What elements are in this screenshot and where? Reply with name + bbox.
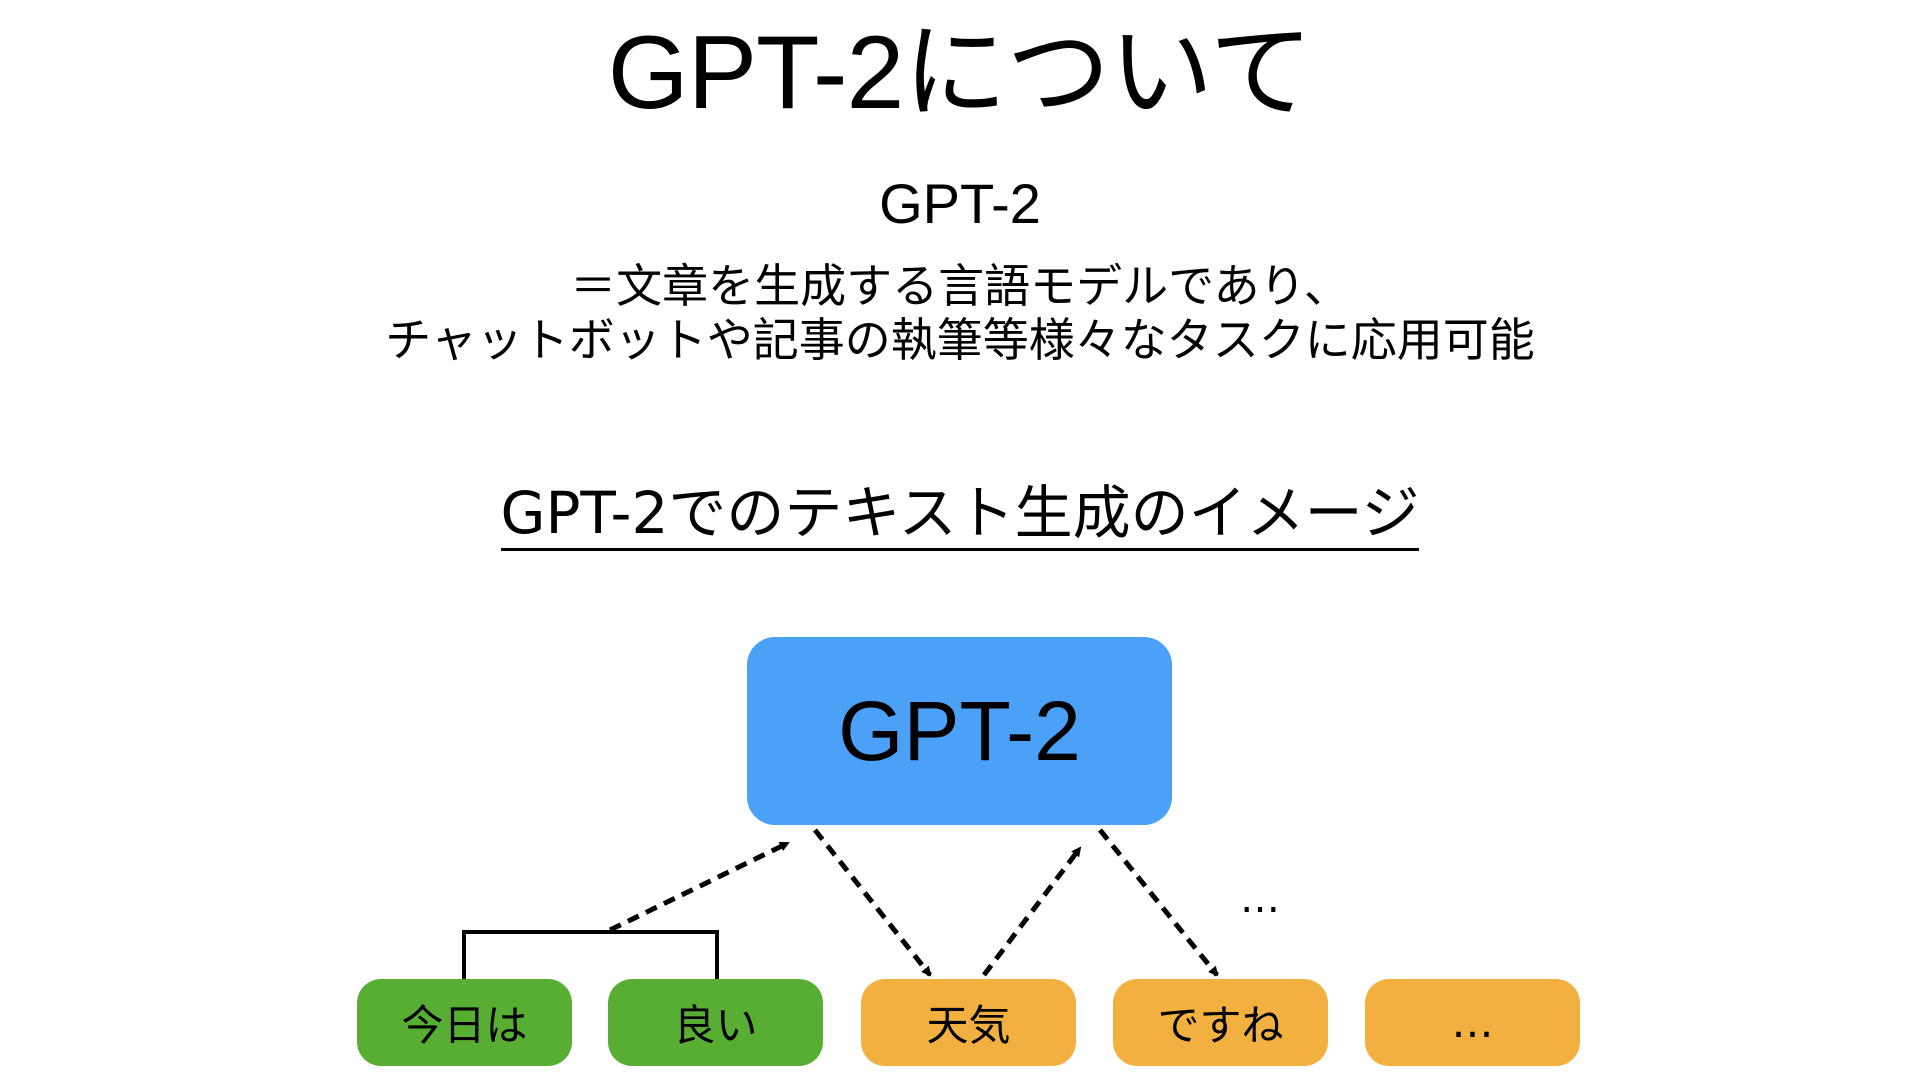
arrow-inputs-to-model [608,840,790,933]
token-label: … [1451,998,1494,1047]
token-label: 良い [673,1001,758,1050]
section-heading-container: GPT-2でのテキスト生成のイメージ [0,478,1920,551]
input-bracket [462,930,719,979]
token-label: 今日は [401,1001,528,1050]
continuation-ellipsis: … [1240,876,1282,922]
arrow-token-2-to-model [982,846,1082,977]
token-label: 天気 [926,1001,1011,1050]
token-box-input: 良い [608,979,823,1066]
description-line-2: チャットボットや記事の執筆等様々なタスクに応用可能 [385,313,1535,367]
model-box: GPT-2 [747,637,1172,825]
token-box-generated: … [1365,979,1580,1066]
arrow-model-to-token-2 [813,828,932,977]
token-label: ですね [1157,1001,1284,1050]
description-line-1: ＝文章を生成する言語モデルであり、 [570,259,1350,313]
model-label: GPT-2 [838,683,1081,778]
token-box-input: 今日は [357,979,572,1066]
slide-title: GPT-2について [607,15,1313,131]
subtitle: GPT-2 [879,172,1041,235]
token-box-generated: 天気 [861,979,1076,1066]
section-heading: GPT-2でのテキスト生成のイメージ [500,478,1420,551]
arrow-model-to-token-3 [1098,828,1219,977]
token-box-generated: ですね [1113,979,1328,1066]
